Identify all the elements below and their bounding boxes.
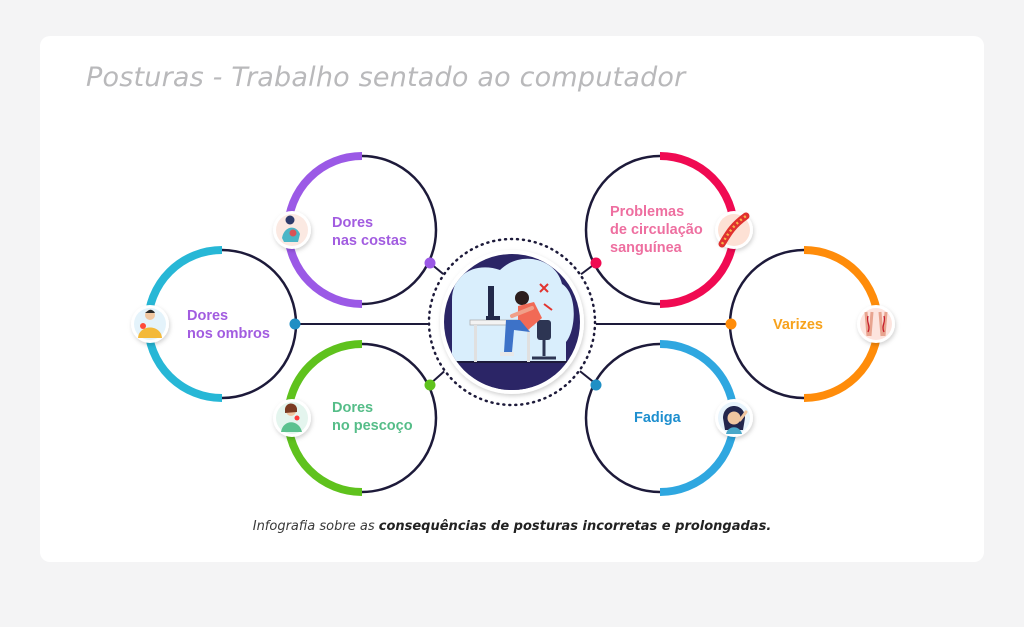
- caption-emphasis: consequências de posturas incorretas e p…: [378, 519, 772, 534]
- label-line: Varizes: [773, 317, 823, 333]
- label-line: Dores: [187, 308, 229, 324]
- label-line: no pescoço: [332, 418, 413, 434]
- label-line: Dores: [332, 400, 374, 416]
- label-dores-ombros: Dores nos ombros: [187, 307, 270, 343]
- connector-dot: [424, 379, 436, 391]
- caption-prefix: Infografia sobre as: [252, 519, 379, 534]
- varicose-veins-icon: [857, 305, 895, 343]
- label-fadiga: Fadiga: [634, 409, 681, 427]
- fatigue-icon: [715, 399, 753, 437]
- label-line: sanguínea: [610, 240, 682, 256]
- connector-dot: [289, 318, 301, 330]
- page-title: Posturas - Trabalho sentado ao computado…: [86, 62, 686, 93]
- label-line: Problemas: [610, 204, 685, 220]
- neck-pain-icon: [273, 399, 311, 437]
- label-line: de circulação: [610, 222, 703, 238]
- label-line: Fadiga: [634, 410, 681, 426]
- label-varizes: Varizes: [773, 316, 823, 334]
- label-dores-pescoco: Dores no pescoço: [332, 399, 413, 435]
- center-hub: [427, 237, 597, 407]
- label-line: Dores: [332, 215, 374, 231]
- connector-dot: [424, 257, 436, 269]
- connector-dot: [590, 257, 602, 269]
- blood-vessel-icon: [715, 211, 753, 249]
- label-line: nas costas: [332, 233, 407, 249]
- label-dores-costas: Dores nas costas: [332, 214, 407, 250]
- label-circulacao: Problemas de circulação sanguínea: [610, 203, 703, 257]
- caption: Infografia sobre as consequências de pos…: [0, 519, 1024, 534]
- connector-dot: [725, 318, 737, 330]
- shoulder-pain-icon: [131, 305, 169, 343]
- connector-dot: [590, 379, 602, 391]
- label-line: nos ombros: [187, 326, 270, 342]
- back-pain-icon: [273, 211, 311, 249]
